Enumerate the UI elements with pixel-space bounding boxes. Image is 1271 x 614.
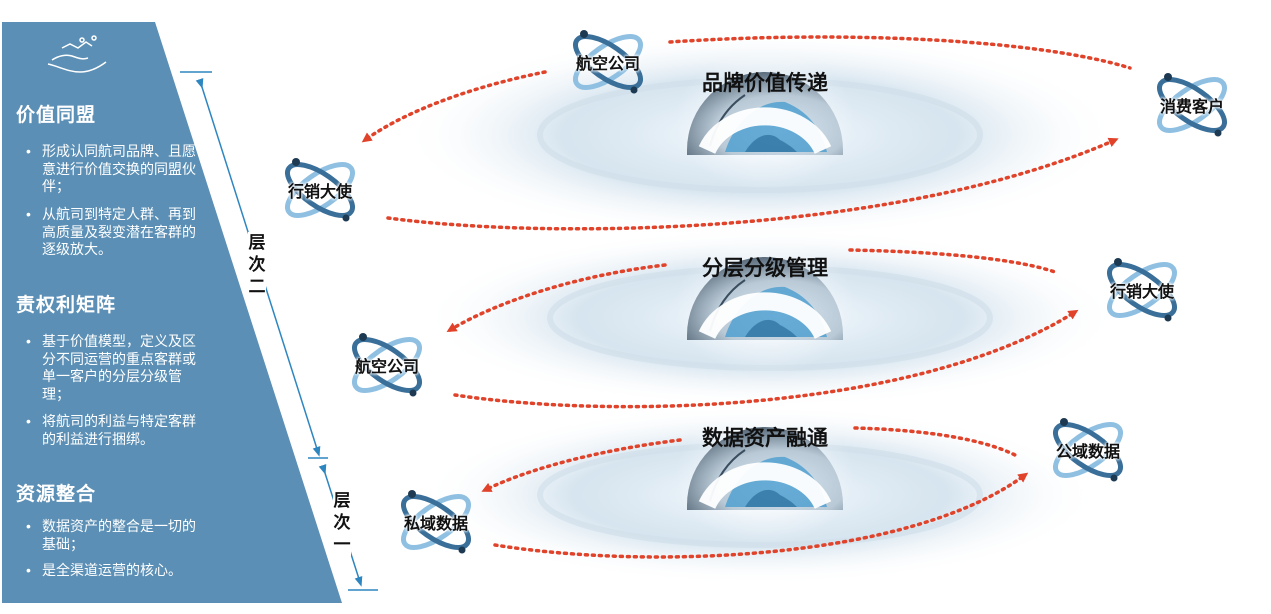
- arrow-icon: [493, 472, 1029, 559]
- node-airline-top: 航空公司: [575, 56, 641, 73]
- arrow-icon: [668, 35, 1132, 70]
- arrow-icon: [361, 70, 547, 143]
- bullet-item: •数据资产的整合是一切的基础；: [26, 518, 196, 552]
- tier-1-arc-text: 数据资产融通: [702, 427, 828, 450]
- section-title: 资源整合: [16, 484, 97, 505]
- level-two-label: 层次二: [248, 232, 266, 298]
- node-private-data: 私域数据: [403, 516, 469, 533]
- bullet-item: •将航司的利益与特定客群的利益进行捆绑。: [26, 413, 196, 447]
- bullet-item: •基于价值模型，定义及区分不同运营的重点客群或单一客户的分层分级管理；: [26, 333, 196, 402]
- node-consumer: 消费客户: [1159, 99, 1225, 116]
- arrow-icon: [386, 137, 1119, 231]
- node-public-data: 公域数据: [1055, 444, 1121, 461]
- node-airline-left: 航空公司: [354, 359, 420, 376]
- bullet-item: •形成认同航司品牌、且愿意进行价值交换的同盟伙伴；: [26, 143, 196, 194]
- arrow-icon: [446, 263, 667, 333]
- info-panel: [2, 22, 342, 603]
- section-title: 价值同盟: [16, 105, 97, 126]
- node-marketing-ambassador-left: 行销大使: [287, 184, 353, 201]
- arrow-icon: [481, 438, 682, 492]
- section-title: 责权利矩阵: [16, 295, 117, 316]
- arrow-icon: [848, 248, 1057, 274]
- arrow-icon: [853, 426, 1017, 457]
- bullet-item: •从航司到特定人群、再到高质量及裂变潜在客群的逐级放大。: [26, 206, 196, 257]
- handshake-icon: [47, 35, 107, 73]
- tier-3-arc-text: 品牌价值传递: [702, 72, 828, 95]
- tier-2-arc-text: 分层分级管理: [702, 257, 828, 280]
- arrow-icon: [453, 309, 1079, 409]
- level-one-label: 层次一: [333, 490, 351, 556]
- bullet-item: •是全渠道运营的核心。: [26, 562, 182, 578]
- node-marketing-ambassador-right: 行销大使: [1109, 284, 1175, 301]
